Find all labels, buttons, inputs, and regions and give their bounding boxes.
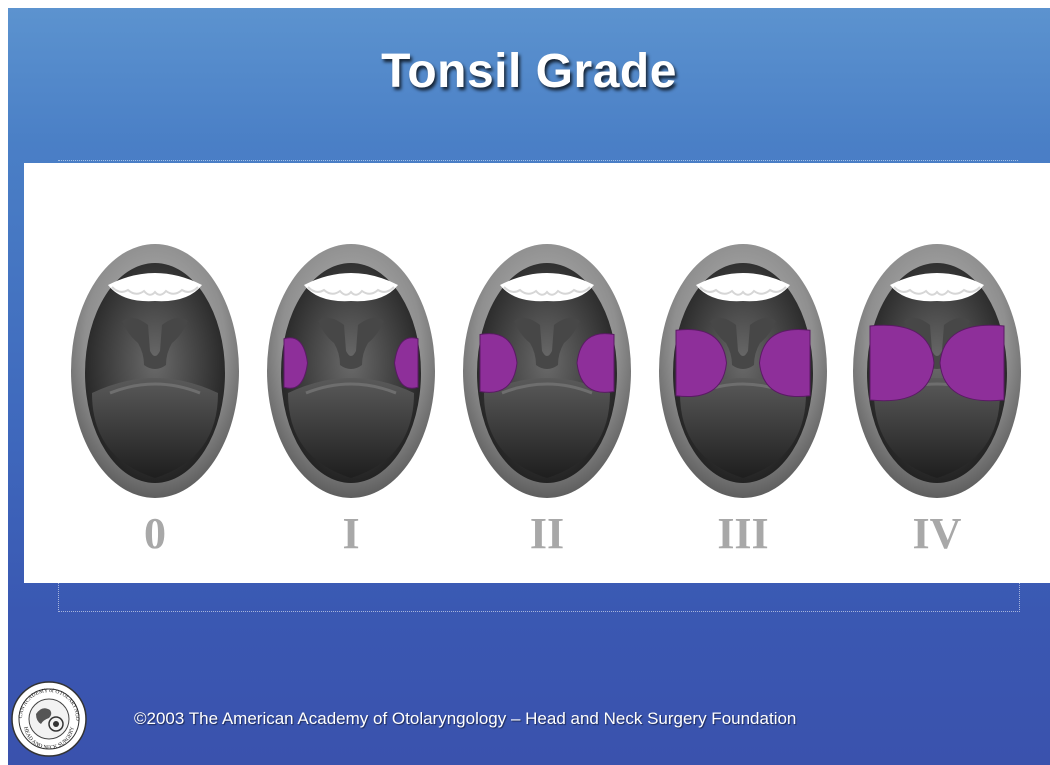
title-divider — [58, 160, 1018, 161]
mouth-grade-4 — [852, 243, 1022, 503]
placeholder-outline — [58, 583, 1020, 612]
grade-label: II — [462, 508, 632, 559]
slide: Tonsil Grade — [8, 8, 1050, 765]
mouth-grade-1 — [266, 243, 436, 503]
mouth-grade-0 — [70, 243, 240, 503]
mouth-illustration — [658, 243, 828, 503]
slide-title: Tonsil Grade — [8, 44, 1050, 99]
academy-seal-logo: AMERICAN ACADEMY of OTOLARYNGOLOGYHEAD A… — [10, 680, 88, 758]
mouth-illustration — [462, 243, 632, 503]
diagram-panel: 0 — [24, 163, 1050, 583]
grade-label: I — [266, 508, 436, 559]
mouth-illustration — [70, 243, 240, 503]
copyright-footer: ©2003 The American Academy of Otolaryngo… — [134, 709, 796, 729]
grade-label: 0 — [70, 508, 240, 559]
mouth-grade-3 — [658, 243, 828, 503]
mouth-illustration — [266, 243, 436, 503]
mouth-illustration — [852, 243, 1022, 503]
mouth-grade-2 — [462, 243, 632, 503]
grade-label: III — [658, 508, 828, 559]
grade-label: IV — [852, 508, 1022, 559]
